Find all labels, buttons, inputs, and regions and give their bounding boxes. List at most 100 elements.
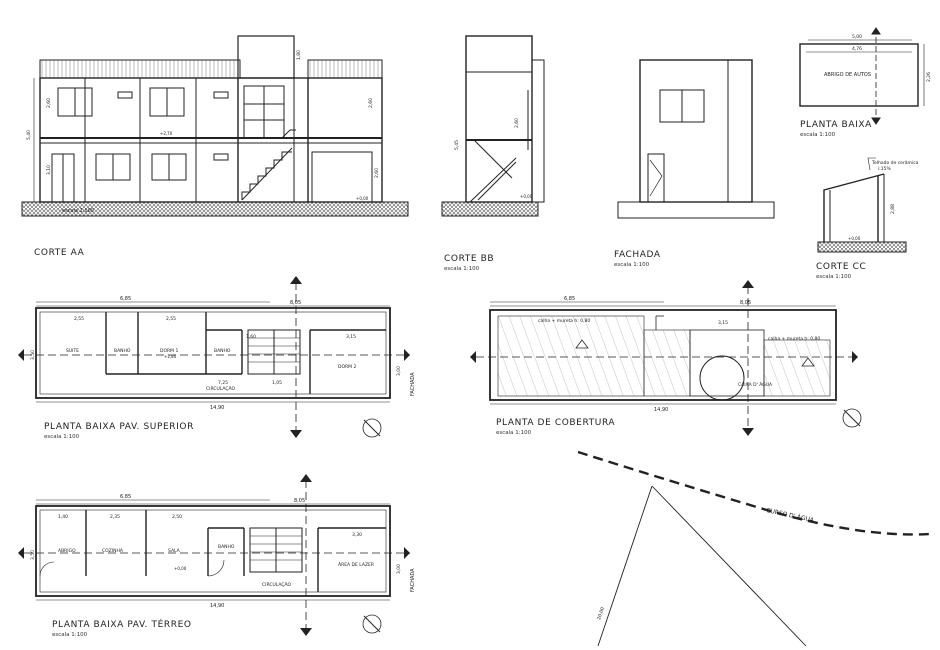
sup-room-dorm2: DORM 2 [338,364,356,370]
ter-dim-300: 3,00 [396,564,402,574]
ter-dim-330: 3,30 [352,532,362,538]
planta-terreo-scale: escala 1:100 [52,632,88,638]
ter-dim-685: 6,85 [120,494,131,500]
corte-bb-title: CORTE BB [444,254,495,264]
sup-room-dorm1: DORM 1 [160,348,178,354]
corte-cc-scale: escala 1:100 [816,274,852,280]
cc-level: +0,00 [848,236,861,241]
cc-roof-note: Telhado de cerâmica [871,159,919,166]
abrigo-dim-476: 4,76 [852,46,862,52]
fachada-title: FACHADA [614,250,661,260]
sup-dim-255b: 2,55 [166,316,176,322]
abrigo-room: ABRIGO DE AUTOS [824,72,871,78]
level-aa-2: +0,00 [356,196,369,201]
sup-room-banho2: BANHO [214,348,231,354]
sup-dim-160: 1,60 [246,334,256,340]
dim-bb-260: 2,60 [514,118,520,128]
abrigo-dim-226: 2,26 [926,72,932,82]
corte-cc-title: CORTE CC [816,262,867,272]
level-bb: +0,00 [520,194,533,199]
corte-aa-scale-inline: escala 1:100 [62,208,94,214]
dim-260b: 2,60 [368,98,374,108]
cob-dim-685: 6,85 [564,296,575,302]
corte-bb-scale: escala 1:100 [444,266,480,272]
dim-260c: 2,60 [374,168,380,178]
ter-dim-250: 2,50 [172,514,182,520]
fachada-drawing [617,59,775,219]
ter-room-cozinha: COZINHA [102,548,124,554]
ter-room-banho: BANHO [218,544,235,550]
river-label: CURSO D' ÁGUA [766,507,816,524]
sup-dim-105: 1,05 [272,380,282,386]
ter-dim-805: 8,05 [294,498,305,504]
cob-calha-2: calha + mureta h: 0,80 [768,336,820,342]
planta-terreo-drawing [24,480,410,628]
corte-aa-drawing [21,35,409,217]
level-aa-1: +2,70 [160,131,173,136]
planta-cobertura-scale: escala 1:100 [496,430,532,436]
sup-dim-685: 6,85 [120,296,131,302]
ter-fachada-label: FACHADA [410,568,416,592]
corte-bb-drawing [441,35,545,217]
ter-level: +0,00 [174,566,187,571]
dim-310: 3,10 [46,165,52,175]
corte-aa-annotations: 5,40 2,60 3,10 2,60 2,60 1,80 +2,70 +0,0… [26,50,380,214]
planta-superior-annotations: 6,85 8,05 14,90 2,55 2,55 3,15 7,25 1,05… [30,296,416,411]
site-annotations: CURSO D' ÁGUA 20,00 [596,507,815,621]
planta-cobertura-markers [470,280,862,436]
planta-terreo-markers [18,474,410,636]
sup-dim-300: 3,00 [396,366,402,376]
planta-superior-scale: escala 1:100 [44,434,80,440]
sup-room-suite: SUITE [66,348,79,354]
ter-dim-1490: 14,90 [210,603,224,609]
planta-baixa-title: PLANTA BAIXA [800,120,872,130]
ter-room-lazer: ÁREA DE LAZER [338,561,374,568]
sup-dim-805: 8,05 [290,300,301,306]
sup-room-banho: BANHO [114,348,131,354]
cc-dim: 2,88 [890,204,896,214]
planta-cobertura-drawing [476,286,854,430]
ter-room-sala: SALA [168,548,181,554]
ter-dim-350: 3,50 [30,550,36,560]
planta-baixa-abrigo-annotations: 5,00 4,76 2,26 ABRIGO DE AUTOS [824,34,932,82]
corte-cc-drawing [817,157,907,253]
planta-terreo-title: PLANTA BAIXA PAV. TÉRREO [52,620,192,630]
fachada-scale: escala 1:100 [614,262,650,268]
sup-level: +2,80 [164,354,177,359]
site-river-drawing [577,450,931,647]
dim-180: 1,80 [296,50,302,60]
dim-540: 5,40 [26,130,32,140]
planta-superior-drawing [24,282,410,430]
ter-room-abrigo: ABRIGO [58,548,76,554]
sup-dim-725: 7,25 [218,380,228,386]
cob-calha-1: calha + mureta h: 0,80 [538,318,590,324]
planta-cobertura-annotations: 6,85 8,05 14,90 3,15 calha + mureta h: 0… [538,296,820,413]
cc-slope: i:15% [878,166,891,172]
ter-dim-235: 2,35 [110,514,120,520]
sup-dim-350: 3,50 [30,350,36,360]
site-dim: 20,00 [596,606,606,620]
cob-caixa: CAIXA D' ÁGUA [738,381,773,388]
ter-dim-140: 1,40 [58,514,68,520]
sup-dim-255a: 2,55 [74,316,84,322]
sup-dim-1490: 14,90 [210,405,224,411]
planta-terreo-annotations: 6,85 8,05 14,90 1,40 2,35 2,50 3,30 3,50… [30,494,416,609]
sup-fachada-label: FACHADA [410,372,416,396]
corte-bb-annotations: 5,45 2,60 +0,00 [454,118,533,199]
cob-dim-805: 8,05 [740,300,751,306]
dim-260a: 2,60 [46,98,52,108]
dim-545: 5,45 [454,140,460,150]
planta-superior-markers [18,276,410,438]
planta-baixa-scale: escala 1:100 [800,132,836,138]
planta-superior-title: PLANTA BAIXA PAV. SUPERIOR [44,422,194,432]
abrigo-dim-500: 5,00 [852,34,862,40]
cob-dim-1490: 14,90 [654,407,668,413]
cob-dim-315: 3,15 [718,320,728,326]
ter-room-circ: CIRCULAÇÃO [262,581,292,588]
sup-room-circ: CIRCULAÇÃO [206,385,236,392]
corte-aa-title: CORTE AA [34,248,85,258]
corte-cc-annotations: Telhado de cerâmica i:15% 2,88 +0,00 [848,159,919,241]
sup-dim-315: 3,15 [346,334,356,340]
planta-baixa-abrigo-drawing [799,27,925,125]
